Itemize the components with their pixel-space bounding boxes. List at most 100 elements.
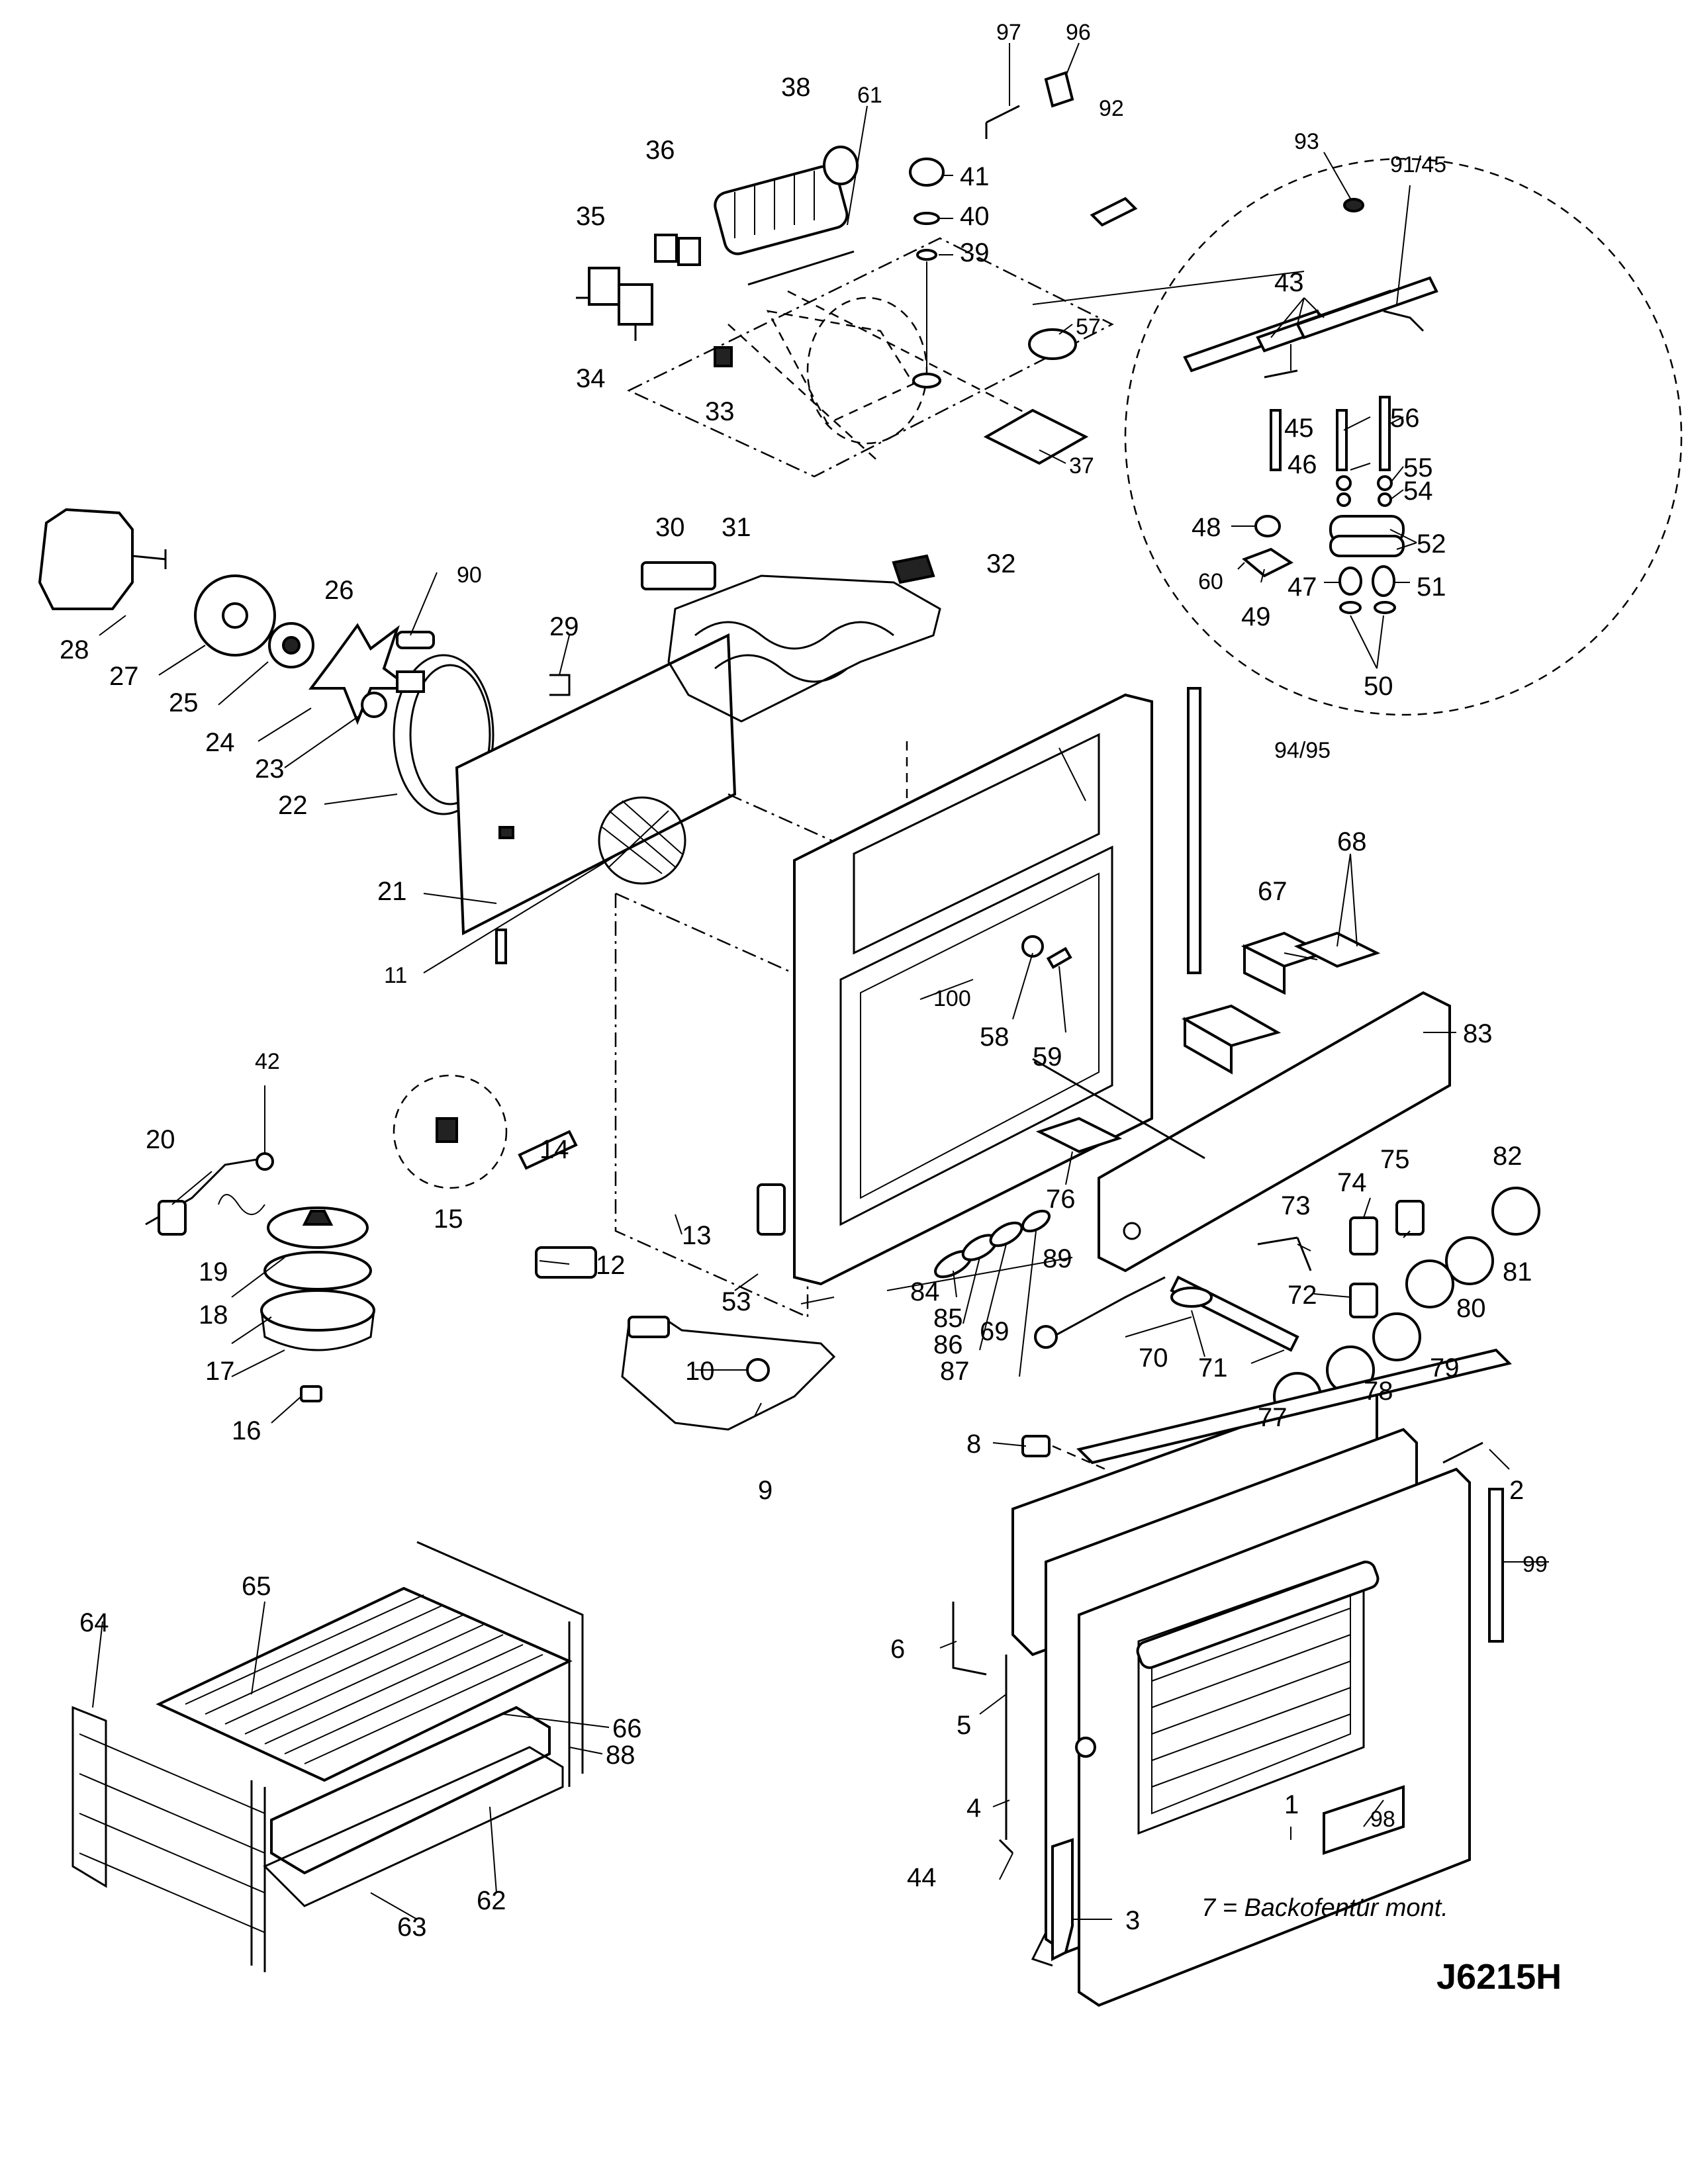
part-door-assembly xyxy=(1011,1348,1512,2007)
callout-54: 54 xyxy=(1403,477,1433,506)
callout-47: 47 xyxy=(1288,572,1317,602)
callout-61: 61 xyxy=(857,83,882,108)
callout-62: 62 xyxy=(477,1886,506,1915)
callout-19: 19 xyxy=(199,1257,228,1287)
callout-55: 55 xyxy=(1403,453,1433,482)
callout-96: 96 xyxy=(1066,20,1091,45)
callout-42: 42 xyxy=(255,1049,280,1074)
callout-11: 11 xyxy=(384,963,407,988)
part-21-back-panel xyxy=(455,633,737,964)
callout-85: 85 xyxy=(933,1304,963,1333)
callout-15: 15 xyxy=(434,1205,463,1234)
callout-25: 25 xyxy=(169,688,199,717)
callout-14: 14 xyxy=(539,1135,569,1164)
callout-59-placed: 59 xyxy=(1033,1042,1062,1071)
callout-43: 43 xyxy=(1274,268,1304,297)
callout-37: 37 xyxy=(1069,453,1094,478)
callout-17: 17 xyxy=(205,1357,235,1386)
callout-46: 46 xyxy=(1288,450,1317,479)
callout-88: 88 xyxy=(606,1741,635,1770)
part-28-fan-motor xyxy=(38,508,167,610)
callout-98: 98 xyxy=(1370,1807,1395,1832)
callout-31: 31 xyxy=(722,513,751,542)
callout-6: 6 xyxy=(890,1635,905,1664)
callout-81: 81 xyxy=(1503,1257,1532,1287)
callout-2: 2 xyxy=(1509,1476,1524,1505)
callout-53: 53 xyxy=(722,1287,751,1316)
callout-48: 48 xyxy=(1192,513,1221,542)
callout-67: 67 xyxy=(1258,877,1288,906)
callout-8: 8 xyxy=(966,1430,981,1459)
callout-65: 65 xyxy=(242,1572,271,1601)
callout-33: 33 xyxy=(705,397,735,426)
callout-38: 38 xyxy=(781,73,811,102)
callout-69: 69 xyxy=(980,1317,1009,1346)
callout-12: 12 xyxy=(596,1251,626,1280)
callout-21: 21 xyxy=(377,877,407,906)
callout-labels: 97 96 38 61 92 93 91/45 36 41 40 35 39 4… xyxy=(60,20,1548,1942)
callout-75: 75 xyxy=(1380,1145,1410,1174)
callout-79: 79 xyxy=(1430,1353,1460,1383)
callout-49: 49 xyxy=(1241,602,1271,631)
callout-91-45: 91/45 xyxy=(1390,152,1446,177)
callout-60: 60 xyxy=(1198,569,1223,594)
callout-83: 83 xyxy=(1463,1019,1493,1048)
callout-93: 93 xyxy=(1294,129,1319,154)
callout-58-placed: 58 xyxy=(980,1023,1009,1052)
callout-45: 45 xyxy=(1284,414,1314,443)
callout-63: 63 xyxy=(397,1913,427,1942)
part-83-control-panel xyxy=(1098,991,1451,1273)
callout-52: 52 xyxy=(1417,529,1446,559)
callout-30: 30 xyxy=(655,513,685,542)
callout-35: 35 xyxy=(576,202,606,231)
callout-74: 74 xyxy=(1337,1168,1367,1197)
part-shelves xyxy=(71,1541,584,1972)
callout-56: 56 xyxy=(1390,404,1420,433)
callout-66: 66 xyxy=(612,1714,642,1743)
callout-73: 73 xyxy=(1281,1191,1311,1220)
callout-76: 76 xyxy=(1046,1185,1076,1214)
callout-68: 68 xyxy=(1337,827,1367,856)
callout-51: 51 xyxy=(1417,572,1446,602)
callout-32: 32 xyxy=(986,549,1016,578)
callout-13: 13 xyxy=(682,1221,712,1250)
callout-36: 36 xyxy=(645,136,675,165)
detail-circle-thermostat xyxy=(1124,158,1683,716)
callout-28: 28 xyxy=(60,635,89,664)
callout-4: 4 xyxy=(966,1794,981,1823)
callout-44: 44 xyxy=(907,1863,937,1892)
callout-5: 5 xyxy=(957,1711,971,1740)
callout-20-placed: 20 xyxy=(146,1125,175,1154)
callout-70: 70 xyxy=(1139,1343,1168,1373)
callout-99: 99 xyxy=(1523,1552,1548,1577)
callout-100: 100 xyxy=(933,986,971,1011)
callout-34: 34 xyxy=(576,364,606,393)
callout-16: 16 xyxy=(232,1416,261,1445)
callout-57: 57 xyxy=(1076,314,1101,340)
callout-90: 90 xyxy=(457,563,482,588)
callout-39: 39 xyxy=(960,238,990,267)
callout-82: 82 xyxy=(1493,1142,1523,1171)
part-38-motor xyxy=(714,146,859,255)
callout-77: 77 xyxy=(1258,1403,1288,1432)
callout-22: 22 xyxy=(278,791,308,820)
callout-64: 64 xyxy=(79,1608,109,1637)
callout-40: 40 xyxy=(960,202,990,231)
callout-18: 18 xyxy=(199,1300,228,1330)
callout-89: 89 xyxy=(1043,1244,1072,1273)
callout-84: 84 xyxy=(910,1277,940,1306)
callout-3: 3 xyxy=(1125,1906,1140,1935)
callout-78: 78 xyxy=(1364,1377,1393,1406)
callout-41: 41 xyxy=(960,162,990,191)
callout-86: 86 xyxy=(933,1330,963,1359)
callout-92: 92 xyxy=(1099,96,1124,121)
callout-27: 27 xyxy=(109,662,139,691)
callout-23: 23 xyxy=(255,754,285,784)
callout-26: 26 xyxy=(324,576,354,605)
callout-72: 72 xyxy=(1288,1281,1317,1310)
drawing-note: 7 = Backofentür mont. xyxy=(1201,1894,1448,1922)
drawing-code: J6215H xyxy=(1436,1957,1562,1997)
callout-1: 1 xyxy=(1284,1790,1299,1819)
callout-71: 71 xyxy=(1198,1353,1228,1383)
